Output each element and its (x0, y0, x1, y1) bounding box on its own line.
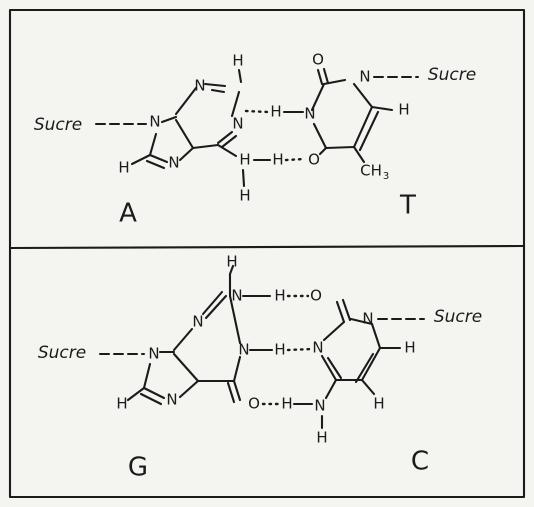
atom-n: N (231, 287, 242, 305)
atom-h: H (281, 395, 292, 413)
atom-o: O (308, 151, 320, 169)
atom-n: N (166, 391, 177, 409)
sugar-label: Sucre (34, 115, 82, 135)
atom-h: H (118, 159, 129, 177)
atom-n: N (168, 154, 179, 172)
atom-n: N (148, 345, 159, 363)
base-letter-left: G (128, 453, 148, 483)
panel-guanine-cytosine: H N N N N N H O H H H O N N H H N H Sucr… (38, 253, 482, 483)
gc-hydrogen-bonds (241, 294, 314, 406)
atom-o: O (310, 287, 322, 305)
atom-h: H (232, 52, 243, 70)
at-hydrogen-bonds (244, 109, 306, 162)
atom-o: O (312, 51, 324, 69)
atom-n: N (238, 341, 249, 359)
panel-adenine-thymine: N N N N H H H H H H O N N H O CH 3 Sucre… (34, 51, 476, 229)
outer-frame (8, 8, 526, 499)
cytosine-structure (320, 298, 402, 430)
adenine-structure (130, 68, 246, 188)
atom-h: H (116, 395, 127, 413)
base-letter-left: A (119, 199, 137, 229)
atom-h: H (270, 103, 281, 121)
atom-h: H (274, 341, 285, 359)
methyl-label: CH (360, 162, 382, 180)
thymine-structure (310, 67, 394, 164)
atom-n: N (314, 397, 325, 415)
methyl-group: CH 3 (360, 162, 389, 183)
atom-n: N (359, 68, 370, 86)
atom-h: H (404, 339, 415, 357)
atom-h: H (239, 187, 250, 205)
methyl-subscript: 3 (383, 171, 389, 182)
sugar-label: Sucre (38, 343, 86, 363)
sugar-label: Sucre (434, 307, 482, 327)
base-letter-right: C (411, 447, 429, 477)
atom-h: H (274, 287, 285, 305)
atom-h: H (373, 395, 384, 413)
atom-n: N (149, 113, 160, 131)
atom-n: N (194, 77, 205, 95)
atom-o: O (248, 395, 260, 413)
atom-h: H (239, 151, 250, 169)
atom-n: N (304, 105, 315, 123)
atom-n: N (312, 339, 323, 357)
atom-h: H (226, 253, 237, 271)
atom-n: N (232, 115, 243, 133)
panel-divider (8, 244, 526, 250)
atom-n: N (192, 313, 203, 331)
base-letter-right: T (399, 191, 416, 221)
atom-n: N (362, 310, 373, 328)
atom-h: H (272, 151, 283, 169)
guanine-structure (126, 264, 242, 406)
sugar-label: Sucre (428, 65, 476, 85)
atom-h: H (316, 429, 327, 447)
atom-h: H (398, 101, 409, 119)
